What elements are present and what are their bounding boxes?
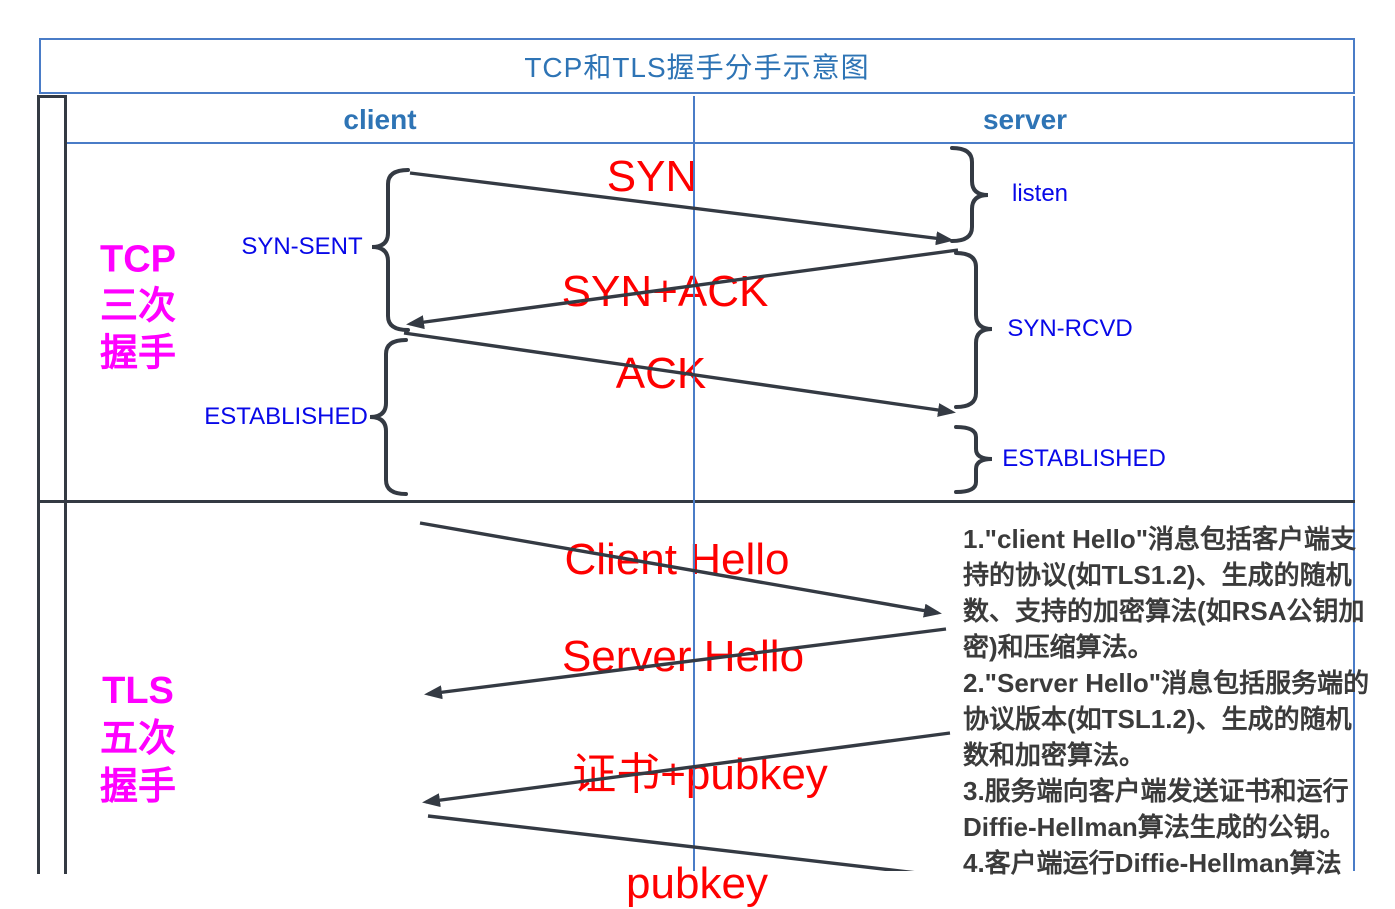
diagram-title: TCP和TLS握手分手示意图 [524,52,870,83]
brace-syn-sent [371,168,410,332]
row-header-strip [37,95,67,874]
tls-row-label-line3: 握手 [99,766,177,808]
tls-note-line: 密)和压缩算法。 [963,632,1154,662]
column-header-server: server [982,104,1068,135]
tls-note-line: 协议版本(如TSL1.2)、生成的随机 [963,704,1352,734]
message-client-hello: Client Hello [564,535,790,584]
tls-row-label-line1: TLS [102,670,174,712]
message-cert-pubkey: 证书+pubkey [572,750,828,799]
tcp-tls-divider-line [37,500,1355,503]
tcp-row-label-line3: 握手 [99,332,177,375]
table-right-border [1353,96,1355,871]
tls-row-label-line2: 五次 [99,718,177,760]
brace-established-server [954,425,993,494]
state-listen: listen [1011,180,1069,207]
tls-note-line: 数和加密算法。 [963,740,1146,770]
column-header-client: client [343,104,417,135]
tcp-row-label-line2: 三次 [99,285,177,328]
state-syn-sent: SYN-SENT [241,233,363,260]
header-bottom-border [67,142,1355,144]
tcp-row-label-line1: TCP [99,238,176,281]
state-established-server: ESTABLISHED [1002,445,1166,472]
message-syn: SYN [606,152,698,201]
diagram-title-box: TCP和TLS握手分手示意图 [39,38,1355,94]
state-syn-rcvd: SYN-RCVD [1007,315,1133,342]
tls-note-line: 3.服务端向客户端发送证书和运行 [963,776,1349,806]
message-ack: ACK [615,349,707,398]
tls-note-line: 2."Server Hello"消息包括服务端的 [963,668,1370,698]
tls-note-line: 4.客户端运行Diffie-Hellman算法 [963,848,1342,878]
tls-row-label: TLS 五次 握手 [100,667,176,811]
message-syn-ack: SYN+ACK [561,267,769,316]
brace-syn-rcvd [954,251,993,409]
message-pubkey: pubkey [626,859,768,908]
diagram-page: { "title": "TCP和TLS握手分手示意图", "header": {… [37,38,1370,908]
state-established-client: ESTABLISHED [204,403,368,430]
tls-note-line: 数、支持的加密算法(如RSA公钥加 [963,596,1365,626]
tcp-row-label: TCP 三次 握手 [100,237,176,378]
brace-listen [950,146,989,243]
tls-notes-panel: 1."client Hello"消息包括客户端支 持的协议(如TLS1.2)、生… [963,521,1370,881]
brace-established-client [369,338,408,496]
tls-note-line: 持的协议(如TLS1.2)、生成的随机 [963,560,1352,590]
tls-note-line: Diffie-Hellman算法生成的公钥。 [963,812,1346,842]
message-server-hello: Server Hello [561,632,805,681]
tls-note-line: 1."client Hello"消息包括客户端支 [963,524,1357,554]
